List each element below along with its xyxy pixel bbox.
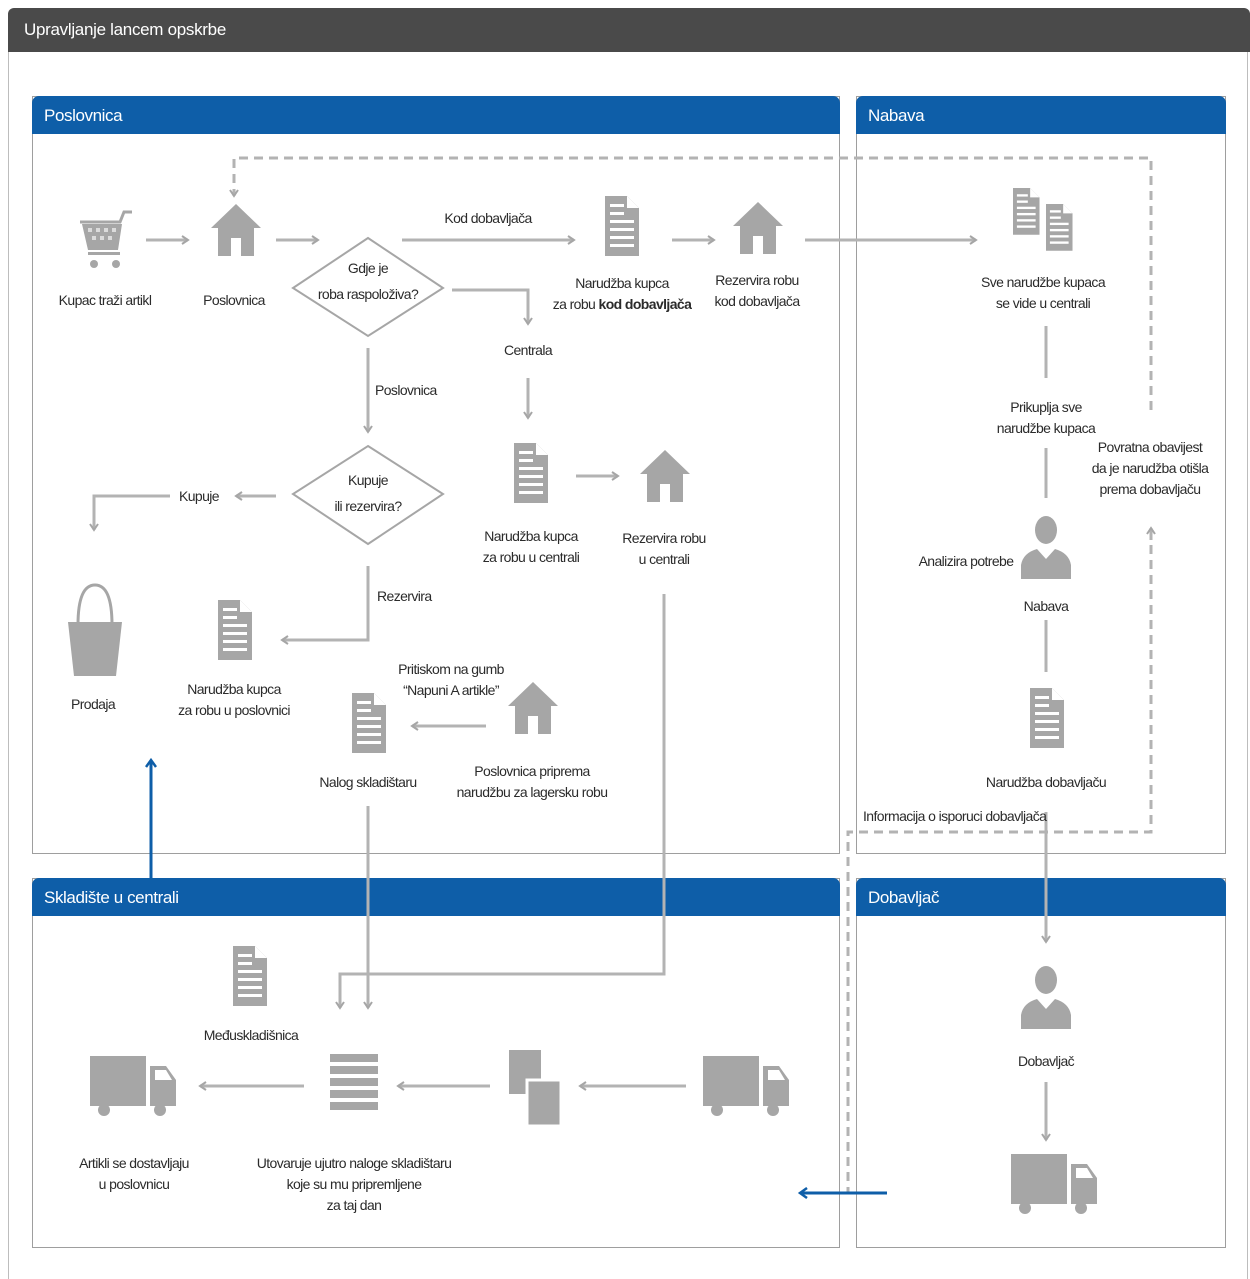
label-kupuje-q2: ili rezervira? [334,498,402,514]
label-narudzba-kod-2b: kod dobavljača [598,296,692,312]
panel-poslovnica [32,96,840,854]
document-icon-narudzba-centrala [514,443,548,503]
label-sve-narudzbe-2: se vide u centrali [995,295,1091,311]
label-nalog: Nalog skladištaru [319,774,417,790]
house-icon-poslovnica [211,204,261,256]
label-dobavljac-person: Dobavljač [1017,1053,1075,1069]
label-povratna-2: da je narudžba otišla [1091,460,1209,476]
label-narudzba-centrala-2: za robu u centrali [482,549,580,565]
truck-icon-dolazni [703,1056,789,1116]
label-utovaruje-3: za taj dan [326,1197,382,1213]
cart-icon [80,210,132,268]
label-gdje-2: roba raspoloživa? [317,286,419,302]
copy-sheets-icon [509,1050,563,1128]
label-narudzba-centrala-1: Narudžba kupca [484,528,578,544]
label-nabava-person: Nabava [1023,598,1069,614]
document-icon-nalog [352,693,386,753]
label-artikli-2: u poslovnicu [98,1176,170,1192]
label-rezervira: Rezervira [377,588,432,604]
label-analizira: Analizira potrebe [918,553,1014,569]
label-narudzba-kod-2: za robu kod dobavljača [553,294,692,315]
documents-icon-sve-narudzbe [1013,188,1073,251]
person-icon-dobavljac [1021,966,1071,1029]
label-gdje-1: Gdje je [347,260,389,276]
window-body [8,52,1248,1279]
panel-head-nabava: Nabava [856,96,1226,134]
label-narudzba-kod-2a: za robu [552,296,599,312]
label-rezervira-centrala-1: Rezervira robu [622,530,706,546]
label-kod-dobavljaca: Kod dobavljača [444,210,532,226]
decision-diamond-gdje [291,236,445,338]
label-povratna-1: Povratna obavijest [1097,439,1203,455]
label-prikuplja-1: Prikuplja sve [1010,399,1082,415]
label-narudzba-dobavljacu: Narudžba dobavljaču [985,774,1107,790]
label-utovaruje-2: koje su mu pripremljene [286,1176,422,1192]
label-pritiskom-1: Pritiskom na gumb [398,661,504,677]
decision-diamond-kupuje [291,444,445,546]
label-centrala: Centrala [503,342,553,358]
label-rezervira-centrala-2: u centrali [638,551,690,567]
label-rezervira-kod-1: Rezervira robu [715,272,799,288]
house-icon-rezervira-kod [733,202,783,254]
label-prikuplja-2: narudžbe kupaca [996,420,1096,436]
label-narudzba-kod-1: Narudžba kupca [575,275,669,291]
label-meduskladisnica: Međuskladišnica [203,1027,299,1043]
panel-head-poslovnica: Poslovnica [32,96,840,134]
panel-head-dobavljac: Dobavljač [856,878,1226,916]
window-titlebar: Upravljanje lancem opskrbe [8,8,1250,52]
label-pritiskom-2: “Napuni A artikle” [403,682,499,698]
document-icon-narudzba-poslovnica [218,600,252,660]
label-priprema-2: narudžbu za lagersku robu [456,784,608,800]
label-poslovnica-store: Poslovnica [203,292,265,308]
window-title: Upravljanje lancem opskrbe [24,20,226,39]
label-priprema-1: Poslovnica priprema [474,763,590,779]
label-utovaruje-1: Utovaruje ujutro naloge skladištaru [256,1155,452,1171]
label-rezervira-kod-2: kod dobavljača [714,293,801,309]
house-icon-priprema [508,682,558,734]
document-icon-narudzba-kod [605,196,639,256]
document-icon-narudzba-dobavljacu [1030,688,1064,748]
truck-icon-dobavljac [1011,1154,1097,1214]
label-informacija: Informacija o isporuci dobavljača [863,808,1047,824]
document-icon-meduskladisnica [233,946,267,1006]
label-narudzba-poslovnica-1: Narudžba kupca [187,681,281,697]
label-narudzba-poslovnica-2: za robu u poslovnici [178,702,290,718]
label-sve-narudzbe-1: Sve narudžbe kupaca [980,274,1106,290]
list-stack-icon [330,1054,378,1110]
label-kupac: Kupac traži artikl [58,292,152,308]
shopping-bag-icon [68,583,122,676]
truck-icon-dostava [90,1056,176,1116]
house-icon-rezervira-centrala [640,450,690,502]
person-icon-nabava [1021,516,1071,579]
label-povratna-3: prema dobavljaču [1099,481,1202,497]
label-kupuje-q1: Kupuje [348,472,389,488]
label-artikli-1: Artikli se dostavljaju [79,1155,189,1171]
panel-head-skladiste: Skladište u centrali [32,878,840,916]
label-kupuje: Kupuje [179,488,220,504]
label-prodaja: Prodaja [70,696,116,712]
label-poslovnica-branch: Poslovnica [375,382,437,398]
